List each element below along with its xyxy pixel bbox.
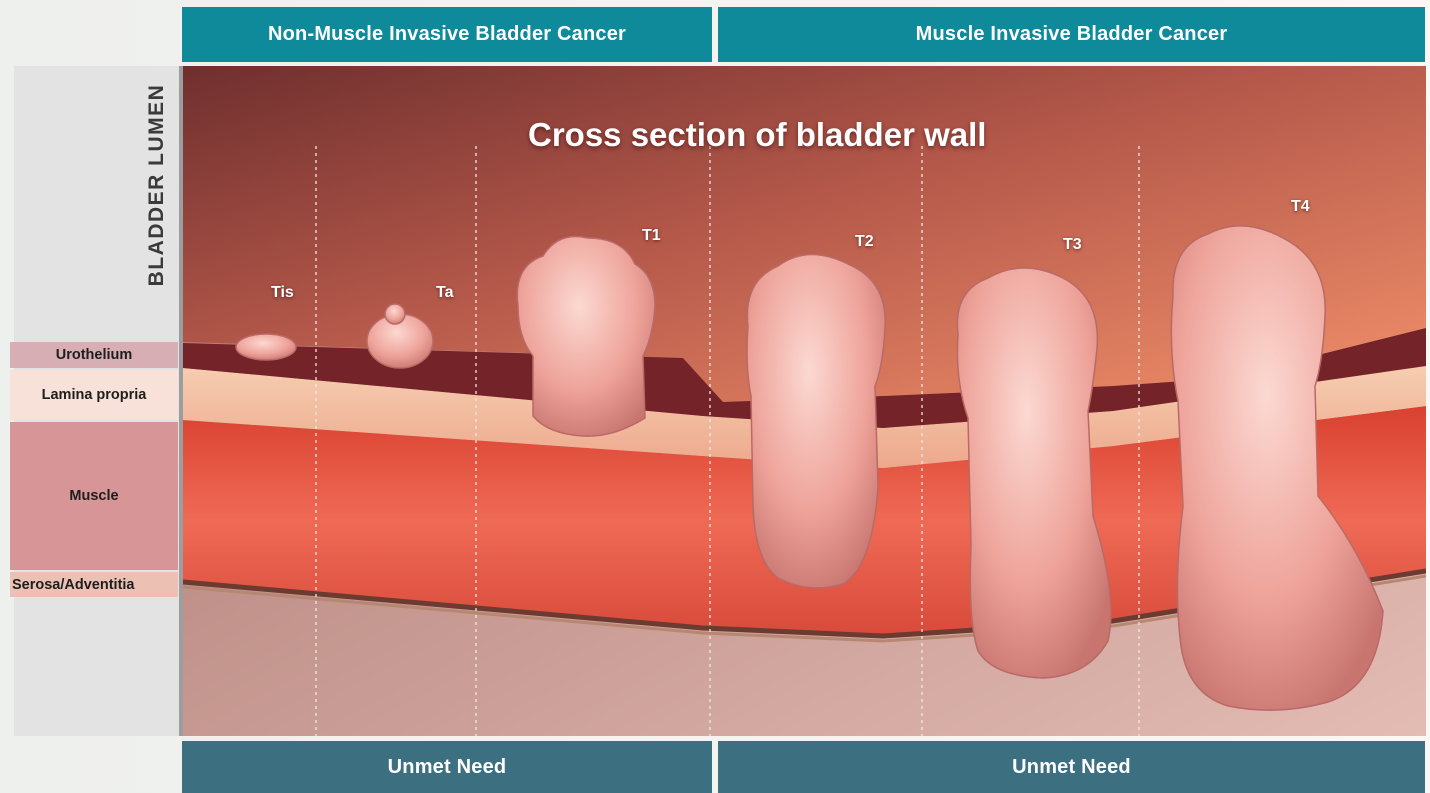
- nmibc-header: Non-Muscle Invasive Bladder Cancer: [182, 7, 712, 62]
- diagram-title: Cross section of bladder wall: [528, 116, 986, 154]
- layer-label-serosa-adventitia: Serosa/Adventitia: [10, 572, 178, 597]
- stage-label-t4: T4: [1291, 198, 1310, 216]
- stage-label-t1: T1: [642, 227, 661, 245]
- mibc-header: Muscle Invasive Bladder Cancer: [718, 7, 1425, 62]
- mibc-unmet-need: Unmet Need: [718, 741, 1425, 793]
- nmibc-unmet-need: Unmet Need: [182, 741, 712, 793]
- layer-label-urothelium: Urothelium: [10, 342, 178, 368]
- bladder-lumen-label: BLADDER LUMEN: [145, 84, 169, 287]
- stage-label-ta: Ta: [436, 284, 453, 302]
- stage-label-t2: T2: [855, 233, 874, 251]
- bladder-wall-illustration: [183, 66, 1426, 736]
- layer-label-lamina-propria: Lamina propria: [10, 370, 178, 420]
- stage-label-tis: Tis: [271, 284, 294, 302]
- bladder-wall-cross-section: Cross section of bladder wall Tis Ta T1 …: [183, 66, 1426, 736]
- stage-label-t3: T3: [1063, 236, 1082, 254]
- layer-label-muscle: Muscle: [10, 422, 178, 570]
